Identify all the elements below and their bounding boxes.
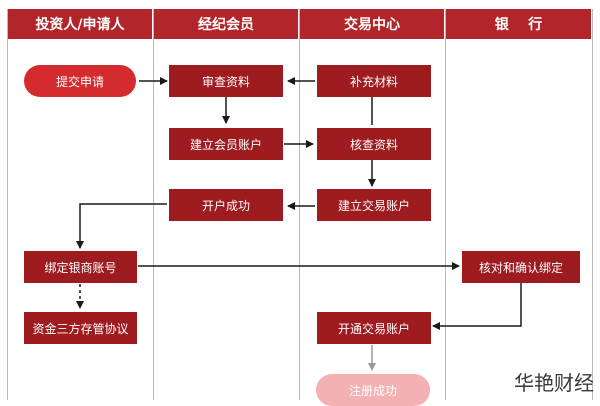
watermark: 华艳财经 <box>514 371 594 395</box>
column-header-broker: 经纪会员 <box>154 9 298 39</box>
column-divider <box>7 9 8 400</box>
node-registration-success: 注册成功 <box>316 374 430 406</box>
node-bind-bank-account: 绑定银商账号 <box>24 251 137 283</box>
arrow-bank-activate <box>432 283 522 330</box>
column-header-investor: 投资人/申请人 <box>8 9 152 39</box>
column-divider <box>299 9 300 400</box>
column-header-exchange: 交易中心 <box>300 9 444 39</box>
node-account-opened: 开户成功 <box>169 189 283 221</box>
column-divider <box>445 9 446 400</box>
node-bank-confirm-binding: 核对和确认绑定 <box>462 251 580 283</box>
node-depository-agreement: 资金三方存管协议 <box>24 312 137 344</box>
node-verify-materials: 核查资料 <box>317 128 431 160</box>
column-divider <box>592 9 593 400</box>
column-header-bank: 银 行 <box>446 9 591 39</box>
node-create-trade-account: 建立交易账户 <box>317 189 431 221</box>
node-supplement-materials: 补充材料 <box>317 65 431 97</box>
node-activate-trade-account: 开通交易账户 <box>317 312 431 344</box>
node-create-member-account: 建立会员账户 <box>169 128 283 160</box>
node-review-materials: 审查资料 <box>169 65 283 97</box>
arrow-open-bind <box>76 203 167 249</box>
node-submit-application: 提交申请 <box>24 65 136 97</box>
